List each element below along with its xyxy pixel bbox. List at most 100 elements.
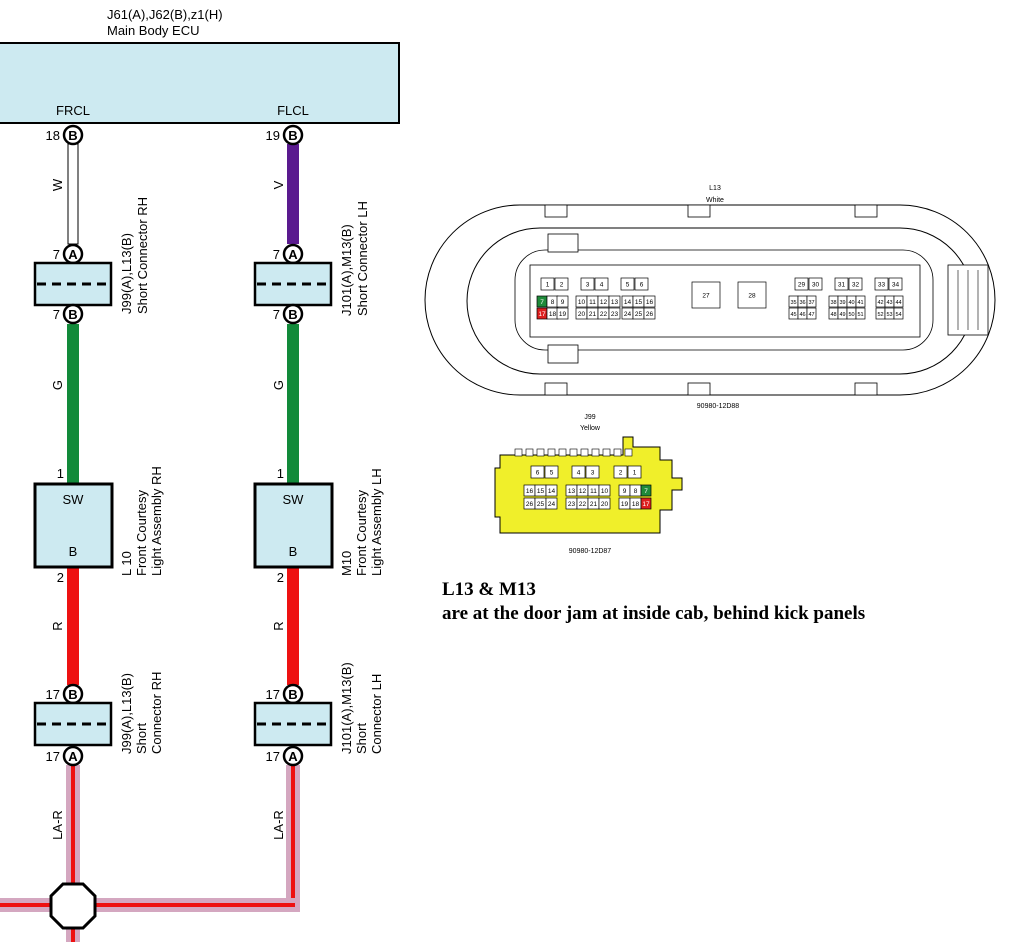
pin-number: 19 (266, 128, 280, 143)
pin-number-label: 51 (857, 312, 863, 318)
pin-number-label: 18 (632, 501, 640, 508)
pin-number-label: 37 (808, 300, 814, 306)
lamp-b-label: B (69, 544, 78, 559)
pin-number-label: 12 (579, 488, 587, 495)
l13-pin-16 (643, 295, 656, 308)
pin-number-label: 52 (877, 312, 883, 318)
pin-number-label: 17 (538, 311, 546, 318)
pin-number-label: 9 (561, 299, 565, 306)
pin-number-label: 8 (551, 299, 555, 306)
pin-number-label: 23 (568, 501, 576, 508)
pin-number-label: 43 (886, 300, 892, 306)
l13-pin-28 (737, 281, 767, 309)
l13-pin-51 (855, 307, 866, 320)
l13-part-number: 90980-12D88 (697, 403, 740, 410)
wire-color-label: V (271, 180, 286, 189)
pin-number-label: 32 (852, 282, 860, 289)
wire-color-label: R (271, 621, 286, 630)
j99-pin-1 (627, 465, 642, 479)
l13-pin-37 (806, 295, 817, 308)
wire-g-rh (67, 324, 79, 484)
l13-pin-1 (540, 277, 555, 291)
pin-number-label: 19 (559, 311, 567, 318)
pin-number-label: 18 (549, 311, 557, 318)
j99-pin-3 (585, 465, 600, 479)
main-body-ecu-box (0, 42, 400, 124)
pin-number-label: 48 (830, 312, 836, 318)
pin-number-label: 10 (601, 488, 609, 495)
j99-lock-tab (569, 448, 578, 457)
j99-lock-tab (558, 448, 567, 457)
note-body: are at the door jam at inside cab, behin… (442, 603, 865, 624)
pin-number-label: 6 (536, 470, 540, 477)
pin-number-label: 2 (560, 282, 564, 289)
l13-pin-6 (634, 277, 649, 291)
short-connector-label: J101(A),M13(B) (339, 224, 354, 316)
l13-pin-33 (874, 277, 889, 291)
pin-number-label: 41 (857, 300, 863, 306)
lamp-label: Front Courtesy (354, 490, 369, 576)
short-connector-label: J101(A),M13(B) (339, 662, 354, 754)
wire-g-lh (287, 324, 299, 484)
ecu-connectors-label: J61(A),J62(B),z1(H) (107, 7, 223, 22)
l13-pin-13 (608, 295, 621, 308)
wire-w-rh (67, 143, 79, 245)
pin-connector-letter: A (68, 749, 78, 764)
j99-pin-4 (571, 465, 586, 479)
pin-circle-lh-ecu (282, 124, 304, 146)
wire-color-label: LA-R (50, 810, 65, 840)
pin-number-label: 15 (635, 299, 643, 306)
pin-number: 17 (266, 687, 280, 702)
pin-number-label: 8 (634, 488, 638, 495)
pin-number-label: 34 (892, 282, 900, 289)
pin-number: 1 (57, 466, 64, 481)
l13-pin-27 (691, 281, 721, 309)
l13-pin-2 (554, 277, 569, 291)
pin-number: 17 (46, 749, 60, 764)
j99-lock-tab (624, 448, 633, 457)
pin-number-label: 54 (895, 312, 901, 318)
l13-pin-41 (855, 295, 866, 308)
j99-lock-tab (514, 448, 523, 457)
j99-pin-10 (598, 484, 611, 497)
pin-number-label: 20 (601, 501, 609, 508)
wire-color-label: W (50, 178, 65, 191)
pin-number-label: 16 (646, 299, 654, 306)
j99-pin-5 (544, 465, 559, 479)
j99-pin-2 (613, 465, 628, 479)
pin-number-label: 53 (886, 312, 892, 318)
j99-pin-14 (545, 484, 558, 497)
lamp-b-label: B (289, 544, 298, 559)
pin-number-label: 1 (633, 470, 637, 477)
lamp-label: Light Assembly LH (369, 468, 384, 576)
lamp-sw-label: SW (283, 492, 305, 507)
lamp-label: M10 (339, 551, 354, 576)
l13-pin-30 (808, 277, 823, 291)
pin-number-label: 5 (550, 470, 554, 477)
j99-pin-7 (640, 484, 652, 497)
l13-pin-31 (834, 277, 849, 291)
pin-connector-letter: B (68, 687, 77, 702)
pin-number-label: 21 (590, 501, 598, 508)
ecu-name-label: Main Body ECU (107, 23, 199, 38)
pin-number-label: 25 (537, 501, 545, 508)
short-connector-label: Short (354, 723, 369, 754)
pin-connector-letter: B (68, 307, 77, 322)
short-connector-label: Short Connector RH (135, 197, 150, 314)
pin-connector-letter: B (288, 128, 297, 143)
pin-number: 18 (46, 128, 60, 143)
pin-number-label: 40 (848, 300, 854, 306)
short-connector-label: Connector LH (369, 674, 384, 754)
l13-pin-9 (556, 295, 569, 308)
j99-lock-tab (602, 448, 611, 457)
pin-number-label: 26 (646, 311, 654, 318)
pin-connector-letter: A (288, 749, 298, 764)
pin-number-label: 12 (600, 299, 608, 306)
note-title: L13 & M13 (442, 579, 536, 600)
pin-number-label: 42 (877, 300, 883, 306)
pin-number-label: 22 (600, 311, 608, 318)
wire-color-label: G (271, 380, 286, 390)
front-courtesy-light-rh (33, 482, 114, 569)
